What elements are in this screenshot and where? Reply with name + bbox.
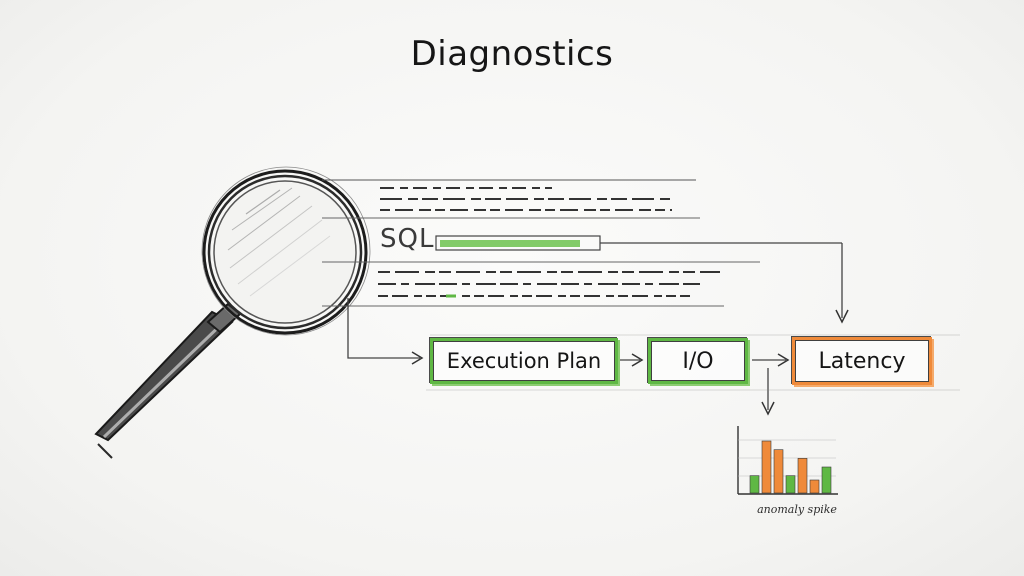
latency-node: Latency [792,337,932,385]
latency-label: Latency [818,348,906,374]
chart-bar-2 [761,440,772,494]
chart-bar-1 [749,475,760,494]
chart-bar-4 [785,475,796,494]
io-label: I/O [682,348,714,374]
sql-label: SQL [380,224,435,254]
chart-bar-3 [773,449,784,494]
chart-caption: anomaly spike [757,503,837,516]
chart-bar-6 [809,479,820,494]
flow-arrows [347,298,960,416]
magnifying-glass-icon [94,166,371,459]
diagram-title: Diagnostics [410,34,614,74]
io-node: I/O [648,338,748,384]
execution-plan-label: Execution Plan [446,349,602,373]
execution-plan-node: Execution Plan [430,338,618,384]
anomaly-mini-chart [737,426,838,495]
chart-bar-5 [797,458,808,494]
chart-bar-7 [821,466,832,494]
query-panel-lines [322,179,849,324]
